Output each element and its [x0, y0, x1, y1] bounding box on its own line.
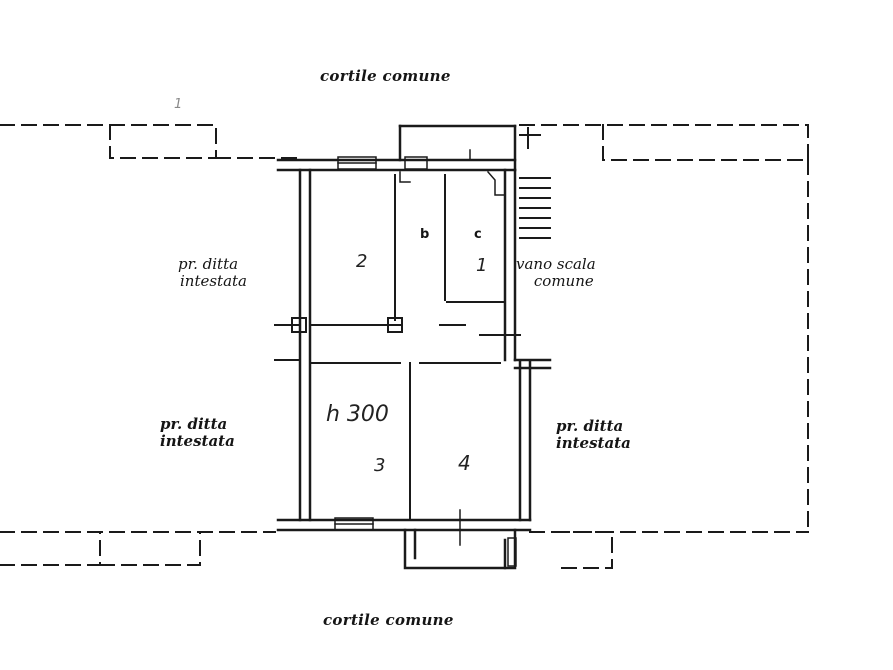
- ceiling-height-label: h 300: [326, 402, 389, 427]
- room-number-4: 4: [458, 451, 471, 475]
- neighbour-label-line2: intestata: [556, 434, 631, 453]
- neighbour-outline-bottom: [0, 531, 613, 569]
- exterior-walls: [276, 124, 552, 570]
- neighbour-label-left-upper: pr. ditta intestata: [178, 255, 248, 291]
- room-number-3: 3: [374, 455, 386, 476]
- stair-label-line1: vano scala: [516, 255, 596, 273]
- neighbour-label-line1: pr. ditta: [160, 415, 228, 433]
- stair-label: vano scala comune: [516, 255, 596, 291]
- stair-treads: [519, 127, 551, 239]
- windows: [334, 156, 517, 567]
- room-number-1: 1: [476, 255, 488, 276]
- courtyard-label-top: cortile comune: [320, 67, 451, 85]
- neighbour-label-line1: pr. ditta: [556, 417, 624, 435]
- interior-walls: [274, 174, 521, 521]
- stair-label-line2: comune: [533, 272, 594, 291]
- pillars: [291, 317, 403, 333]
- room-letter-c: c: [474, 227, 482, 242]
- neighbour-label-line2: intestata: [160, 432, 235, 451]
- sheet-mark: 1: [174, 97, 183, 112]
- neighbour-label-left-lower: pr. ditta intestata: [160, 415, 235, 451]
- neighbour-outline-top: [0, 124, 809, 533]
- room-letter-b: b: [420, 227, 430, 242]
- room-number-2: 2: [356, 251, 368, 272]
- neighbour-label-line2: intestata: [180, 272, 248, 291]
- courtyard-label-bottom: cortile comune: [323, 611, 454, 629]
- neighbour-label-right-lower: pr. ditta intestata: [556, 417, 631, 453]
- wall-notches: [399, 149, 506, 546]
- neighbour-label-line1: pr. ditta: [178, 255, 239, 273]
